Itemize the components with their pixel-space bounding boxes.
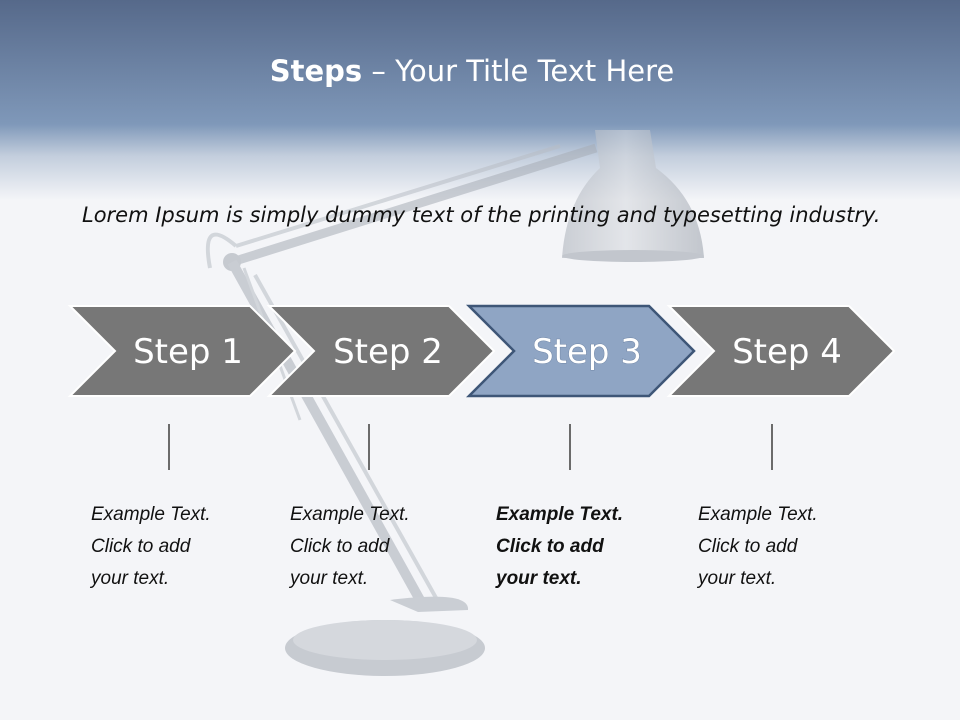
connector-tick-4 [771,424,773,470]
slide-title: Steps – Your Title Text Here [0,54,944,88]
step-4-line-2: Click to add [698,536,798,557]
connector-tick-3 [569,424,571,470]
step-3-line-3: your text. [496,568,582,589]
intro-text: Lorem Ipsum is simply dummy text of the … [82,203,881,227]
step-3-description[interactable]: Example Text. Click to add your text. [496,499,676,595]
step-1-line-3: your text. [91,568,170,589]
chevron-step-2[interactable]: Step 2 [266,305,496,397]
step-1-description[interactable]: Example Text. Click to add your text. [91,499,271,595]
step-4-label: Step 4 [732,332,842,372]
step-4-line-3: your text. [698,568,777,589]
step-3-line-2: Click to add [496,536,604,557]
chevron-step-4[interactable]: Step 4 [666,305,896,397]
step-2-label: Step 2 [333,332,443,372]
step-3-label: Step 3 [532,332,642,372]
step-3-line-1: Example Text. [496,504,624,525]
step-1-label: Step 1 [133,332,243,372]
step-4-line-1: Example Text. [698,504,818,525]
chevron-step-1[interactable]: Step 1 [67,305,297,397]
chevron-step-3[interactable]: Step 3 [465,304,696,398]
step-1-line-1: Example Text. [91,504,211,525]
step-2-line-2: Click to add [290,536,390,557]
step-2-description[interactable]: Example Text. Click to add your text. [290,499,470,595]
step-2-line-1: Example Text. [290,504,410,525]
title-rest: – Your Title Text Here [362,54,675,88]
step-4-description[interactable]: Example Text. Click to add your text. [698,499,878,595]
title-bold: Steps [269,54,363,88]
step-2-line-3: your text. [290,568,369,589]
connector-tick-2 [368,424,370,470]
connector-tick-1 [168,424,170,470]
step-1-line-2: Click to add [91,536,191,557]
